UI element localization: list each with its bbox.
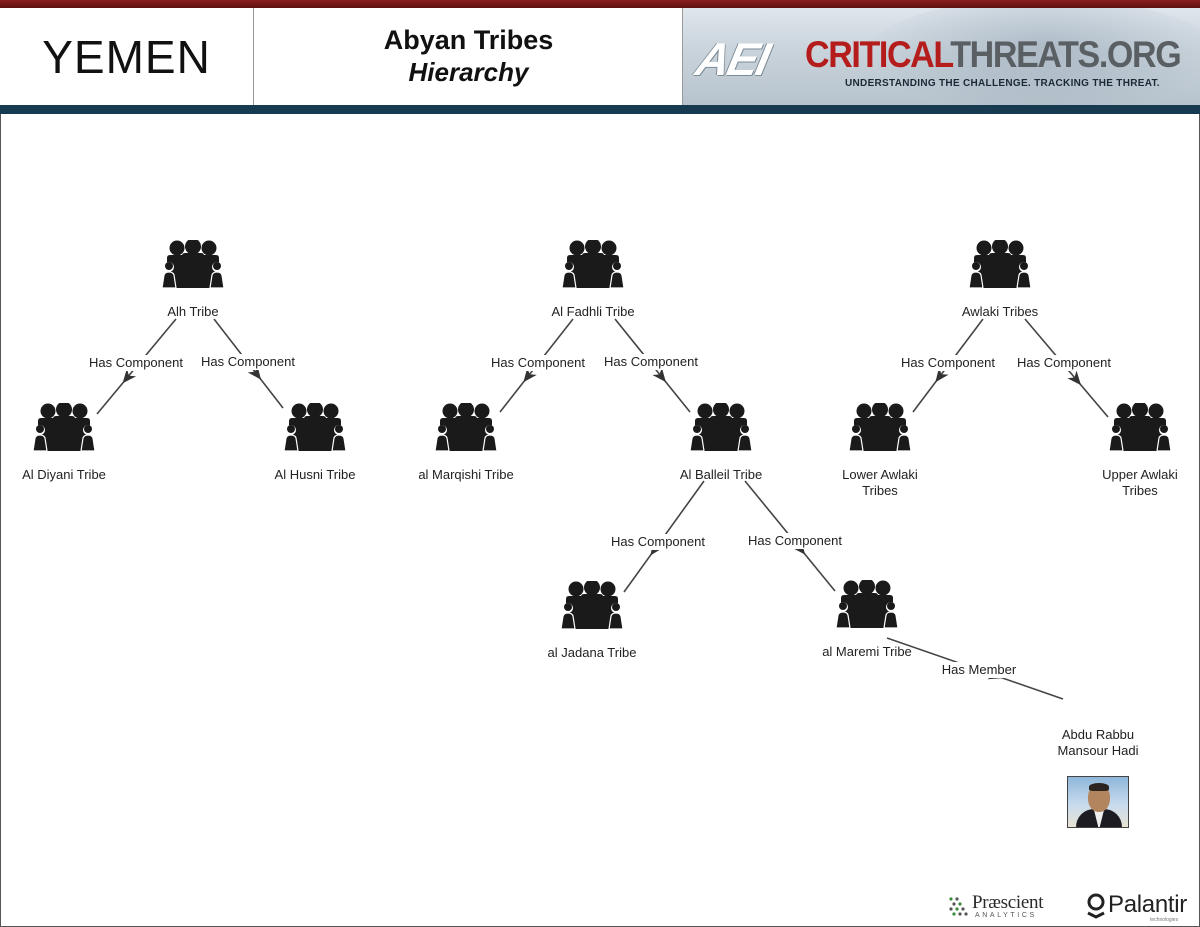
node-label-line: Tribes (862, 483, 898, 498)
node-label-al-fadhli: Al Fadhli Tribe (551, 304, 634, 320)
country-title-cell: YEMEN (0, 8, 254, 105)
node-label-al-marqishi: al Marqishi Tribe (418, 467, 513, 483)
arrowhead-icon (652, 367, 666, 383)
arrowhead-icon (1067, 370, 1081, 386)
photo-shirt (1094, 810, 1104, 827)
top-accent-bar (0, 0, 1200, 8)
node-label-al-maremi: al Maremi Tribe (822, 644, 912, 660)
node-label-line: Al Balleil Tribe (679, 467, 763, 482)
palantir-subtitle: technologies (1150, 917, 1179, 923)
group-icon[interactable] (968, 239, 1032, 289)
node-label-line: al Jadana Tribe (547, 645, 637, 660)
group-icon[interactable] (848, 402, 912, 452)
node-label-al-husni: Al Husni Tribe (275, 467, 356, 483)
node-label-line: Awlaki Tribes (961, 304, 1039, 319)
edge-label: Has Component (489, 355, 587, 371)
edge-label: Has Member (939, 662, 1019, 678)
node-label-al-diyani: Al Diyani Tribe (22, 467, 106, 483)
palantir-name: Palantir (1108, 891, 1187, 918)
person-photo[interactable] (1067, 776, 1129, 828)
edge-label: Has Component (746, 533, 844, 549)
edge-label: Has Component (899, 355, 997, 371)
prescient-logo[interactable]: Præscient ANALYTICS (946, 890, 1058, 922)
photo-hair (1089, 783, 1109, 791)
node-label-line: Alh Tribe (167, 304, 219, 319)
node-label-line: Tribes (1122, 483, 1158, 498)
node-label-line: Al Fadhli Tribe (551, 304, 635, 319)
prescient-name: Præscient (972, 892, 1044, 913)
node-label-line: al Maremi Tribe (822, 644, 912, 659)
criticalthreats-logo: CRITICALTHREATS.ORG (805, 34, 1182, 76)
group-icon[interactable] (561, 239, 625, 289)
node-label-al-jadana: al Jadana Tribe (548, 645, 637, 661)
node-label-line: Mansour Hadi (1057, 743, 1139, 758)
node-label-line: Abdu Rabbu (1061, 727, 1135, 742)
node-label-line: al Marqishi Tribe (418, 467, 514, 482)
edge-label: Has Component (609, 534, 707, 550)
node-label-awlaki: Awlaki Tribes (962, 304, 1038, 320)
arrowhead-icon (523, 367, 537, 383)
palantir-logo[interactable]: Palantir technologies (1086, 890, 1200, 923)
diagram-canvas (32, 239, 1172, 700)
edge-label: Has Component (199, 354, 297, 370)
arrowhead-icon (122, 368, 137, 384)
map-title-cell: Abyan Tribes Hierarchy (255, 8, 682, 105)
group-icon[interactable] (161, 239, 225, 289)
group-icon[interactable] (32, 402, 96, 452)
node-label-line: Al Husni Tribe (274, 467, 356, 482)
brand-red-text: CRITICAL (805, 34, 952, 75)
group-icon[interactable] (283, 402, 347, 452)
group-icon[interactable] (835, 579, 899, 629)
world-map-background (863, 8, 1200, 105)
photo-face (1088, 785, 1110, 812)
node-label-line: Al Diyani Tribe (22, 467, 106, 482)
group-icon[interactable] (560, 580, 624, 630)
footer-logos: Præscient ANALYTICS Palantir technologie… (946, 890, 1200, 923)
group-icon[interactable] (689, 402, 753, 452)
node-label-line: Lower Awlaki (842, 467, 918, 482)
criticalthreats-banner[interactable]: AEI CRITICALTHREATS.ORG UNDERSTANDING TH… (682, 8, 1200, 105)
edge-label: Has Component (87, 355, 185, 371)
map-title: Abyan Tribes (383, 25, 554, 55)
header-divider (0, 105, 1200, 114)
prescient-dots-icon (949, 897, 968, 916)
group-icon[interactable] (434, 402, 498, 452)
group-icon[interactable] (1108, 402, 1172, 452)
node-label-al-balleil: Al Balleil Tribe (680, 467, 762, 483)
node-label-line: Upper Awlaki (1102, 467, 1178, 482)
arrowhead-icon (935, 367, 949, 383)
map-subtitle: Hierarchy (408, 57, 529, 87)
palantir-mark-icon (1087, 893, 1105, 919)
node-label-alh: Alh Tribe (167, 304, 218, 320)
country-title: YEMEN (42, 30, 211, 83)
edge-label: Has Component (602, 354, 700, 370)
brand-grey-text: THREATS.ORG (950, 34, 1181, 75)
aei-logo: AEI (691, 33, 774, 85)
banner-tagline: UNDERSTANDING THE CHALLENGE. TRACKING TH… (845, 78, 1160, 89)
edge-label: Has Component (1015, 355, 1113, 371)
prescient-subtitle: ANALYTICS (975, 912, 1037, 919)
